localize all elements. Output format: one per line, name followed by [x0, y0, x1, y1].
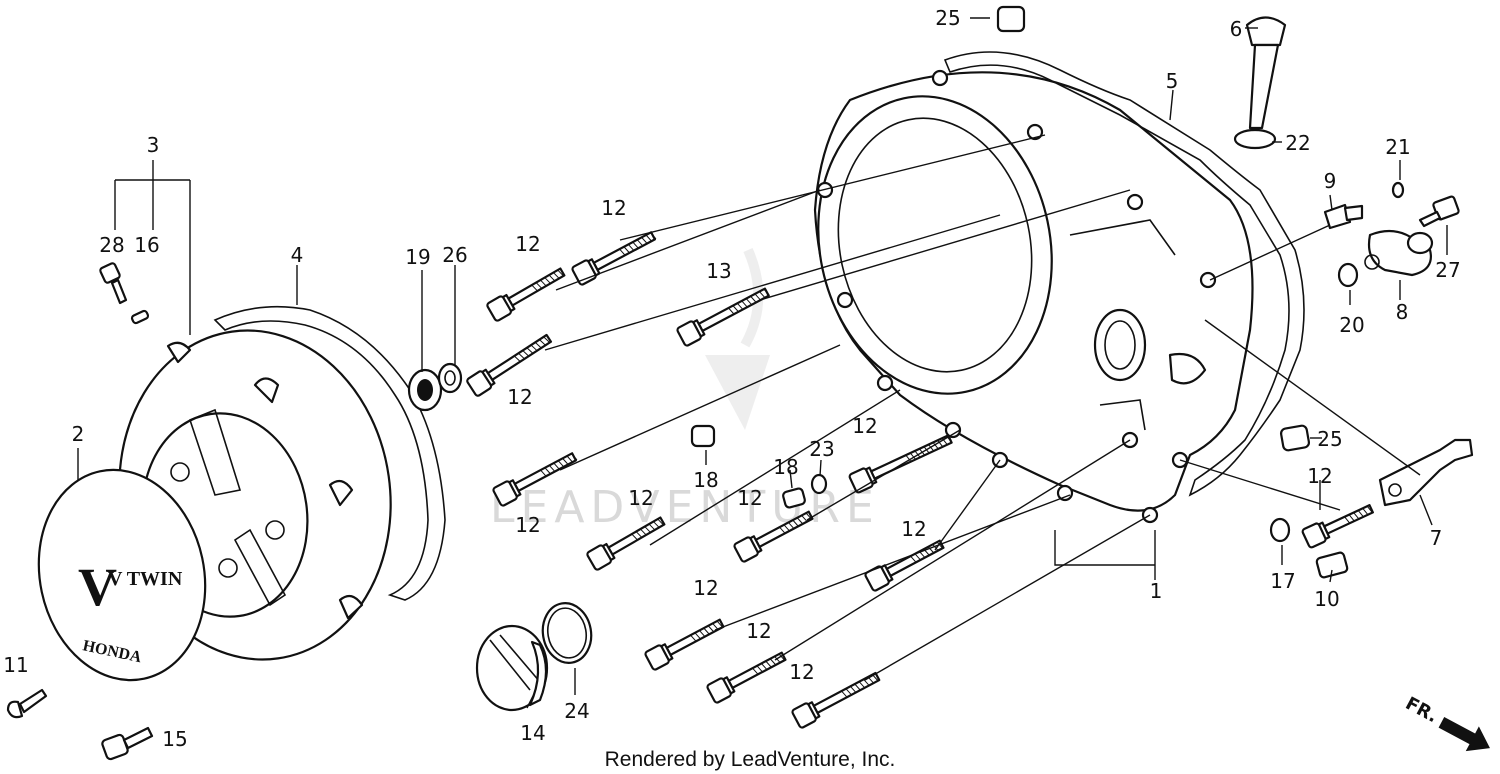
label-24: 24 [564, 699, 589, 723]
label-22: 22 [1285, 131, 1310, 155]
label-12: 12 [515, 232, 540, 256]
bolt-10 [1315, 551, 1349, 579]
label-3: 3 [147, 133, 160, 157]
label-12: 12 [515, 513, 540, 537]
label-1: 1 [1150, 579, 1163, 603]
label-25b: 25 [1317, 427, 1342, 451]
small-screw [99, 262, 128, 305]
bolt-9 [1323, 203, 1364, 230]
washer-20 [1337, 262, 1359, 288]
label-17: 17 [1270, 569, 1295, 593]
cap-logo-model: V TWIN [108, 568, 183, 590]
filler-plug-cap [475, 624, 549, 712]
washer-17 [1269, 517, 1291, 543]
front-direction-marker: FR. [1402, 693, 1490, 752]
label-12: 12 [737, 486, 762, 510]
flange-bolt [676, 287, 770, 347]
flange-bolt [644, 618, 725, 671]
label-10: 10 [1314, 587, 1339, 611]
dowel-pin-a [690, 424, 716, 448]
bolt-set [466, 231, 1374, 729]
flange-bolt [733, 510, 814, 563]
label-27: 27 [1435, 258, 1460, 282]
washer-21 [1391, 181, 1405, 199]
oil-dipstick [1245, 16, 1287, 130]
label-12: 12 [693, 576, 718, 600]
bracket-7 [1378, 438, 1474, 507]
label-8: 8 [1396, 300, 1409, 324]
label-7: 7 [1430, 526, 1443, 550]
label-6: 6 [1230, 17, 1243, 41]
bolt-27 [1418, 195, 1460, 228]
flange-bolt [486, 267, 566, 322]
part-number-labels: 3 28 16 4 2 11 15 19 26 14 24 13 18 18 2… [3, 6, 1460, 751]
label-12: 12 [852, 414, 877, 438]
dipstick-o-ring [1233, 128, 1277, 150]
svg-text:FR.: FR. [1402, 693, 1441, 727]
flange-bolt [492, 452, 578, 507]
oil-seal [407, 368, 443, 412]
label-21: 21 [1385, 135, 1410, 159]
leader-lines [77, 17, 1448, 709]
screw-11 [6, 688, 48, 719]
flange-bolt [864, 539, 945, 592]
flange-bolt [1301, 504, 1374, 549]
label-4: 4 [291, 243, 304, 267]
label-12: 12 [789, 660, 814, 684]
label-19: 19 [405, 245, 430, 269]
logo-cap: V V TWIN HONDA [37, 468, 207, 682]
flange-bolt [791, 671, 881, 729]
cover-gasket [943, 51, 1305, 497]
label-12: 12 [901, 517, 926, 541]
label-18a: 18 [693, 468, 718, 492]
screw-15 [101, 726, 154, 761]
flange-bolt [586, 516, 666, 571]
tensioner-assembly [1364, 229, 1434, 277]
flange-bolt [571, 231, 657, 286]
flange-bolt [706, 651, 787, 704]
label-12: 12 [746, 619, 771, 643]
label-9: 9 [1324, 169, 1337, 193]
plug-o-ring [541, 602, 593, 664]
label-2: 2 [72, 422, 85, 446]
dowel-pin-top [996, 5, 1026, 33]
label-11: 11 [3, 653, 28, 677]
dowel-pin-b [782, 487, 806, 509]
label-12: 12 [1307, 464, 1332, 488]
crankcase-cover [813, 69, 1254, 524]
label-28: 28 [99, 233, 124, 257]
label-26: 26 [442, 243, 467, 267]
flange-bolt [848, 434, 953, 494]
spring-pin [130, 309, 150, 325]
label-20: 20 [1339, 313, 1364, 337]
label-12: 12 [507, 385, 532, 409]
label-16: 16 [134, 233, 159, 257]
label-25a: 25 [935, 6, 960, 30]
flange-bolt [466, 333, 553, 397]
label-18b: 18 [773, 455, 798, 479]
label-12: 12 [601, 196, 626, 220]
small-o-ring [810, 473, 828, 495]
label-5: 5 [1166, 69, 1179, 93]
label-12: 12 [628, 486, 653, 510]
label-15: 15 [162, 727, 187, 751]
seal-washer [437, 362, 463, 394]
cap-logo-v: V [78, 557, 117, 617]
label-23: 23 [809, 437, 834, 461]
label-14: 14 [520, 721, 545, 745]
credit-line: Rendered by LeadVenture, Inc. [605, 748, 896, 771]
dowel-pin-right [1279, 424, 1311, 452]
label-13: 13 [706, 259, 731, 283]
